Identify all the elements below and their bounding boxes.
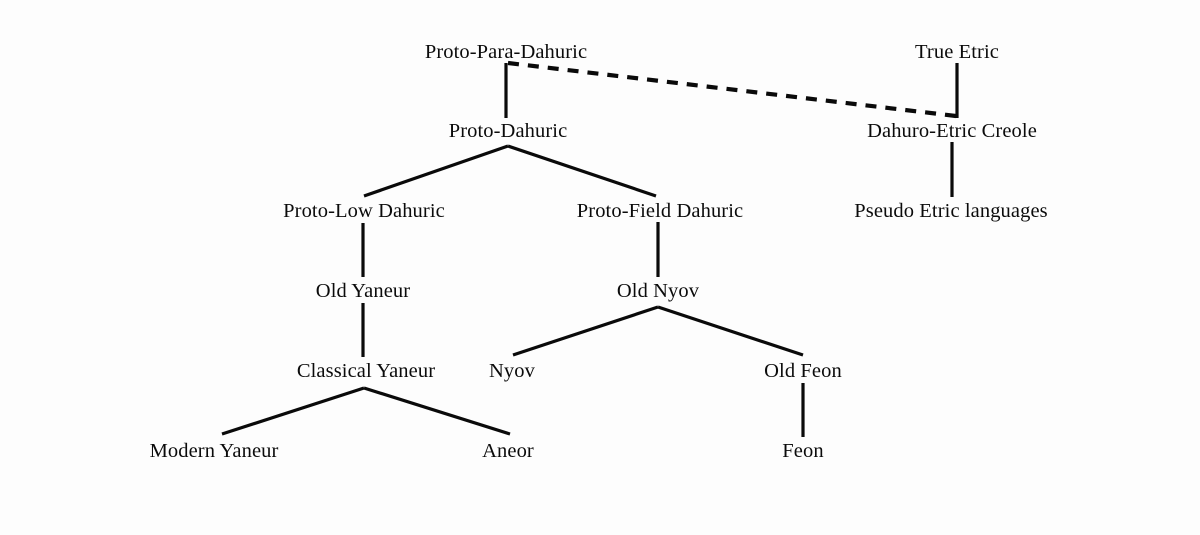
node-true-etric: True Etric [915,40,999,63]
node-proto-para-dahuric: Proto-Para-Dahuric [424,40,588,63]
node-feon: Feon [782,439,824,462]
edge-proto-dahuric-to-proto-low-dahuric [363,144,509,198]
node-modern-yaneur: Modern Yaneur [149,439,279,462]
node-aneor: Aneor [482,439,534,462]
edge-classical-yaneur-to-modern-yaneur [221,386,365,436]
node-proto-dahuric: Proto-Dahuric [448,119,568,142]
node-old-feon: Old Feon [764,359,842,382]
edge-proto-dahuric-to-proto-field-dahuric [507,144,657,198]
node-nyov: Nyov [489,359,535,382]
edge-old-nyov-to-old-feon [657,305,804,357]
edge-old-nyov-to-nyov [512,305,659,357]
node-proto-low-dahuric: Proto-Low Dahuric [283,199,445,222]
node-dahuro-etric-creole: Dahuro-Etric Creole [867,119,1037,142]
node-old-yaneur: Old Yaneur [315,279,411,302]
node-proto-field-dahuric: Proto-Field Dahuric [576,199,744,222]
edge-proto-para-dahuric-to-dahuro-etric-creole [507,60,957,119]
node-classical-yaneur: Classical Yaneur [296,359,436,382]
edge-classical-yaneur-to-aneor [363,386,511,436]
node-old-nyov: Old Nyov [616,279,700,302]
node-pseudo-etric-languages: Pseudo Etric languages [854,199,1048,222]
